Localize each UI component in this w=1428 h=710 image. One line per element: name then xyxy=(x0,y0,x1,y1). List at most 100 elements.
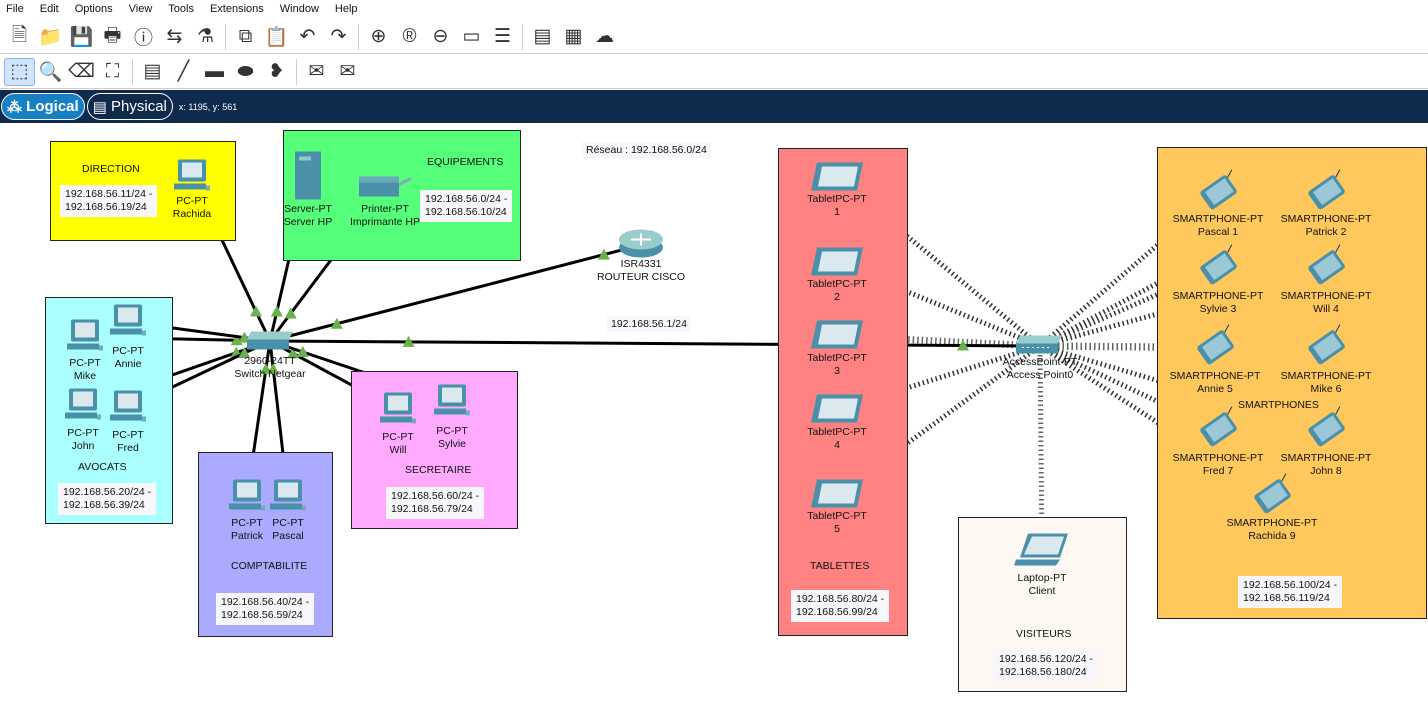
laptop-icon[interactable] xyxy=(1014,532,1070,571)
undo-button[interactable]: ↶ xyxy=(292,23,323,51)
printer-icon[interactable] xyxy=(357,175,413,202)
menu-window[interactable]: Window xyxy=(279,3,319,15)
phone-icon[interactable] xyxy=(1244,473,1300,521)
phone-icon[interactable] xyxy=(1190,169,1246,217)
wireless-link[interactable] xyxy=(835,176,1042,348)
resize-button[interactable]: ⛶ xyxy=(97,58,128,86)
ethernet-link[interactable] xyxy=(269,243,642,343)
pc-icon[interactable] xyxy=(109,303,147,342)
menu-edit[interactable]: Edit xyxy=(39,3,59,15)
window-button[interactable]: ▭ xyxy=(456,23,487,51)
pc-icon[interactable] xyxy=(64,387,102,426)
ethernet-link[interactable] xyxy=(269,339,1041,348)
pc-icon[interactable] xyxy=(433,383,471,422)
zone-tablettes[interactable] xyxy=(778,148,908,636)
switch-icon[interactable] xyxy=(245,328,295,355)
cloud-view-button[interactable]: ☁ xyxy=(589,23,620,51)
pc-icon[interactable] xyxy=(66,318,104,357)
paste-button[interactable]: 📋 xyxy=(261,23,292,51)
router-icon[interactable] xyxy=(617,228,665,263)
zoom-reset-button[interactable]: ® xyxy=(394,23,425,51)
phone-icon[interactable] xyxy=(1190,406,1246,454)
ellipse-button[interactable]: ⬬ xyxy=(230,58,261,86)
server-icon[interactable] xyxy=(293,150,323,205)
logical-mode-button[interactable]: ⁂ Logical xyxy=(1,93,85,120)
palette-button[interactable]: ☰ xyxy=(487,23,518,51)
tablet-icon[interactable] xyxy=(809,161,865,196)
physical-mode-button[interactable]: ▤ Physical xyxy=(86,93,173,120)
pc-icon[interactable] xyxy=(173,158,211,197)
zone-smartphones[interactable] xyxy=(1157,147,1427,619)
tablet-icon[interactable] xyxy=(809,246,865,281)
notes-button[interactable]: ▤ xyxy=(527,23,558,51)
print-button[interactable]: 🖶 xyxy=(97,23,128,51)
menu-extensions[interactable]: Extensions xyxy=(209,3,264,15)
menu-view[interactable]: View xyxy=(128,3,153,15)
menu-help[interactable]: Help xyxy=(334,3,358,15)
pc-icon[interactable] xyxy=(109,389,147,428)
menu-file[interactable]: File xyxy=(6,3,24,15)
phone-icon[interactable] xyxy=(1190,244,1246,292)
select-button[interactable]: ⬚ xyxy=(4,57,35,86)
copy-button[interactable]: ⧉ xyxy=(230,23,261,51)
open-folder-button[interactable]: 📁 xyxy=(35,23,66,51)
redo-button[interactable]: ↷ xyxy=(323,23,354,51)
tablet-icon[interactable] xyxy=(809,393,865,428)
simple-pdu-button[interactable]: ✉ xyxy=(301,58,332,86)
draw-line-button[interactable]: ╱ xyxy=(168,58,199,86)
complex-pdu-button[interactable]: ✉ xyxy=(332,58,363,86)
tablet-icon[interactable] xyxy=(809,319,865,354)
device-template-button[interactable]: ▦ xyxy=(558,23,589,51)
wireless-link[interactable] xyxy=(835,343,1042,498)
phone-icon[interactable] xyxy=(1298,406,1354,454)
delete-button[interactable]: ⌫ xyxy=(66,58,97,86)
phone-icon[interactable] xyxy=(1298,244,1354,292)
freeform-button[interactable]: ❥ xyxy=(261,58,292,86)
zoom-out-button[interactable]: ⊖ xyxy=(425,23,456,51)
wireless-link[interactable] xyxy=(1038,265,1220,349)
new-file-button[interactable]: 🗎 xyxy=(4,23,35,51)
menu-options[interactable]: Options xyxy=(74,3,113,15)
wireless-link[interactable] xyxy=(836,260,1041,349)
phone-icon[interactable] xyxy=(1187,324,1243,372)
logical-workspace[interactable]: Réseau : 192.168.56.0/24 192.168.56.1/24… xyxy=(0,123,1428,710)
inspect-button[interactable]: 🔍 xyxy=(35,58,66,86)
save-button[interactable]: 💾 xyxy=(66,23,97,51)
rectangle-button[interactable]: ▬ xyxy=(199,58,230,86)
tablet-icon[interactable] xyxy=(809,478,865,513)
pc-icon[interactable] xyxy=(228,478,266,517)
phone-icon[interactable] xyxy=(1298,169,1354,217)
phone-icon[interactable] xyxy=(1298,324,1354,372)
pc-icon[interactable] xyxy=(379,391,417,430)
info-button[interactable]: ⓘ xyxy=(128,23,159,51)
menu-tools[interactable]: Tools xyxy=(168,3,194,15)
note-button[interactable]: ▤ xyxy=(137,58,168,86)
